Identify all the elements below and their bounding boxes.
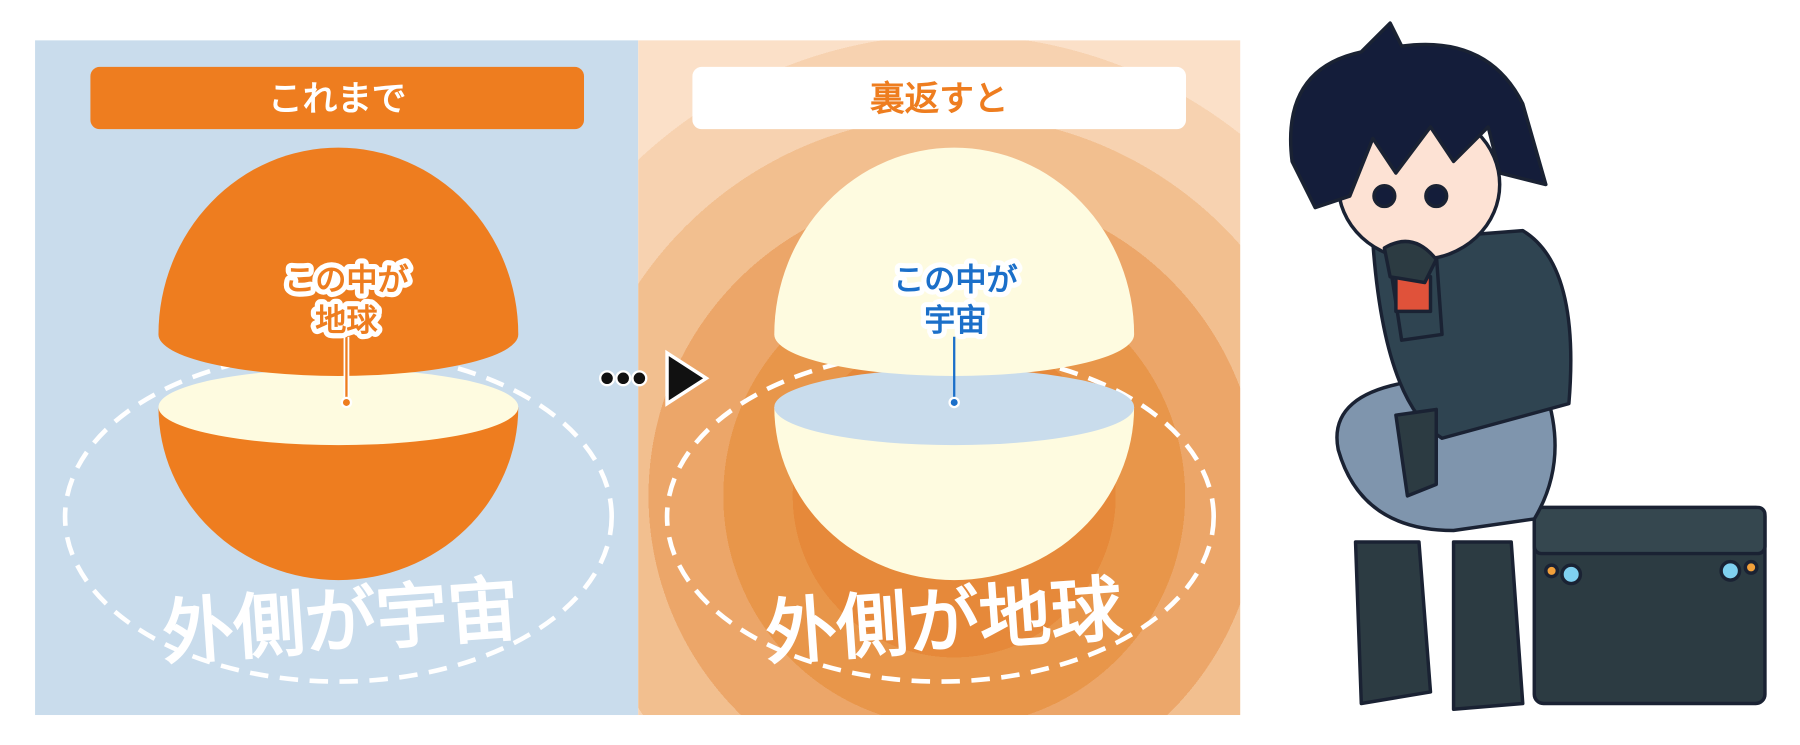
pointer-dot — [340, 396, 353, 409]
right-inner-label-1: この中が — [893, 263, 1018, 299]
sphere-top-cap — [158, 147, 519, 376]
pointer-dot — [948, 396, 960, 409]
transition-arrow-icon — [599, 349, 710, 407]
boot — [1353, 540, 1433, 706]
left-inner-label-2: 地球 — [315, 303, 378, 339]
left-header-box — [90, 66, 585, 130]
sphere-bowl — [774, 407, 1135, 581]
right-inner-label-2: 宇宙 — [924, 303, 986, 339]
left-panel: これまで この中が 地球 外側が宇宙 — [35, 40, 639, 716]
dashed-orbit — [664, 349, 1216, 684]
dashed-orbit — [62, 349, 614, 684]
sphere-top-cap — [774, 147, 1135, 376]
right-header: 裏返すと — [870, 80, 1008, 120]
right-panel: 裏返すと この中が 宇宙 外側が地球 — [638, 40, 1241, 716]
left-header: これまで — [268, 80, 406, 120]
sphere-cut-face — [158, 369, 519, 446]
thinking-character-illustration — [1289, 21, 1767, 711]
hair — [1289, 21, 1548, 210]
sphere-bowl — [158, 407, 519, 581]
boot — [1451, 540, 1525, 711]
left-inner-label-1: この中が — [284, 263, 409, 299]
right-header-box — [692, 66, 1187, 130]
